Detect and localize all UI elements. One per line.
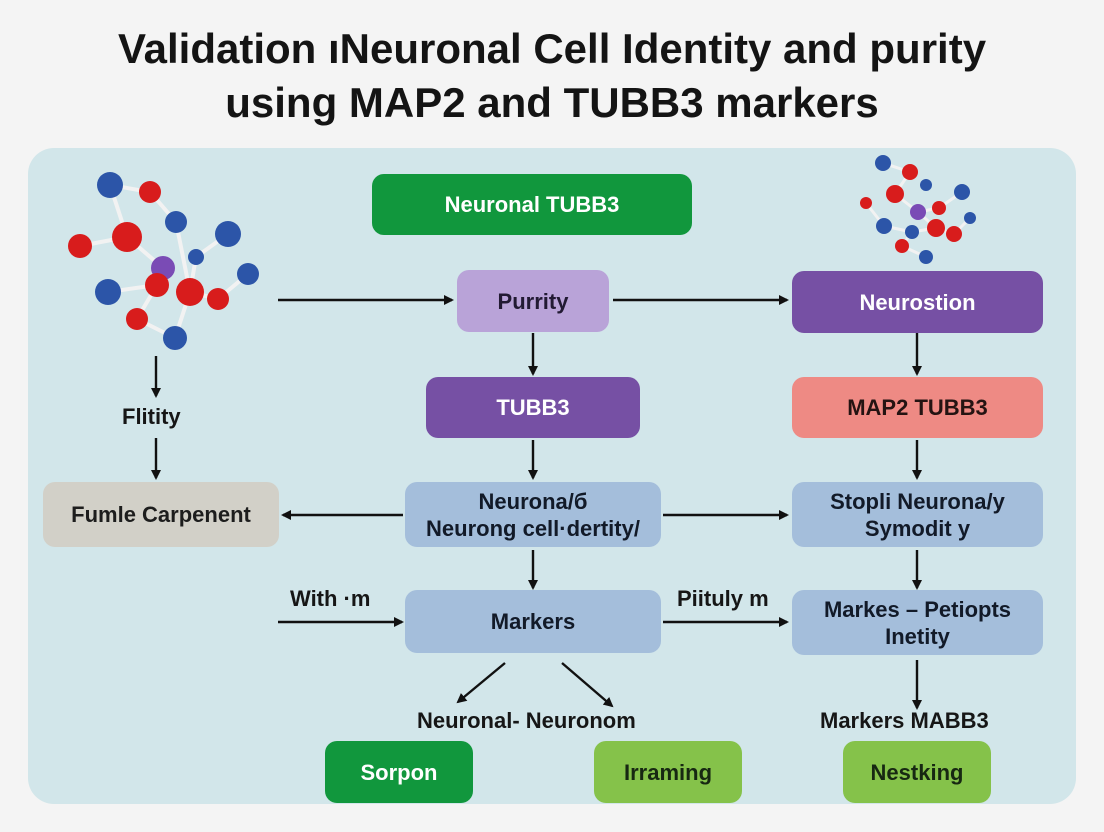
title-line-1: Validation ıNeuronal Cell Identity and p… bbox=[117, 25, 987, 72]
label-with-m: With ·m bbox=[290, 586, 371, 611]
box-markes-petiopts: Markes – Petiopts Inetity bbox=[792, 590, 1043, 655]
arrow-markers-to-right bbox=[561, 662, 614, 708]
box-nestking: Nestking bbox=[843, 741, 991, 803]
box-sorpon-label: Sorpon bbox=[360, 759, 438, 785]
label-markers-mabb3: Markers MABB3 bbox=[820, 708, 989, 733]
box-nestking-label: Nestking bbox=[870, 759, 964, 785]
box-fumle-carpenent: Fumle Carpenent bbox=[43, 482, 279, 547]
box-neuronal-identity: Neurona/б Neurong cell·dertity/ bbox=[405, 482, 661, 547]
label-neuronal-neuronom: Neuronal- Neuronom bbox=[417, 708, 636, 733]
diagram-title: Validation ıNeuronal Cell Identity and p… bbox=[0, 22, 1104, 130]
box-tubb3-label: TUBB3 bbox=[496, 395, 570, 420]
box-markes-line2: Inetity bbox=[885, 623, 950, 649]
label-flitity: Flitity bbox=[122, 404, 181, 429]
box-markers-label: Markers bbox=[490, 609, 576, 634]
box-irraming: Irraming bbox=[594, 741, 742, 803]
box-neuronal-identity-line1: Neurona/б bbox=[478, 488, 588, 514]
box-neuronal-tubb3: Neuronal TUBB3 bbox=[372, 174, 692, 235]
box-purity-label: Purrity bbox=[497, 288, 569, 314]
box-fumle-carpenent-label: Fumle Carpenent bbox=[71, 502, 251, 527]
box-tubb3: TUBB3 bbox=[426, 377, 640, 438]
box-irraming-label: Irraming bbox=[623, 759, 713, 785]
box-neuronal-identity-line2: Neurong cell·dertity/ bbox=[426, 515, 640, 541]
arrow-markers-to-left bbox=[456, 662, 506, 704]
box-sorpon: Sorpon bbox=[325, 741, 473, 803]
box-purity: Purrity bbox=[457, 270, 609, 332]
box-stopli-line2: Symodit y bbox=[864, 515, 971, 541]
box-map2-tubb3: MAP2 TUBB3 bbox=[792, 377, 1043, 438]
title-line-2: using MAP2 and TUBB3 markers bbox=[225, 79, 879, 126]
box-markers: Markers bbox=[405, 590, 661, 653]
box-stopli-neuronal: Stopli Neurona/y Symodit y bbox=[792, 482, 1043, 547]
label-piituly-m: Piituly m bbox=[677, 586, 769, 611]
box-markes-line1: Markes – Petiopts bbox=[823, 596, 1012, 622]
box-neuronal-tubb3-label: Neuronal TUBB3 bbox=[444, 192, 620, 217]
box-map2-tubb3-label: MAP2 TUBB3 bbox=[847, 395, 988, 420]
box-neurostion: Neurostion bbox=[792, 271, 1043, 333]
box-stopli-line1: Stopli Neurona/y bbox=[830, 488, 1005, 514]
box-neurostion-label: Neurostion bbox=[859, 289, 976, 315]
